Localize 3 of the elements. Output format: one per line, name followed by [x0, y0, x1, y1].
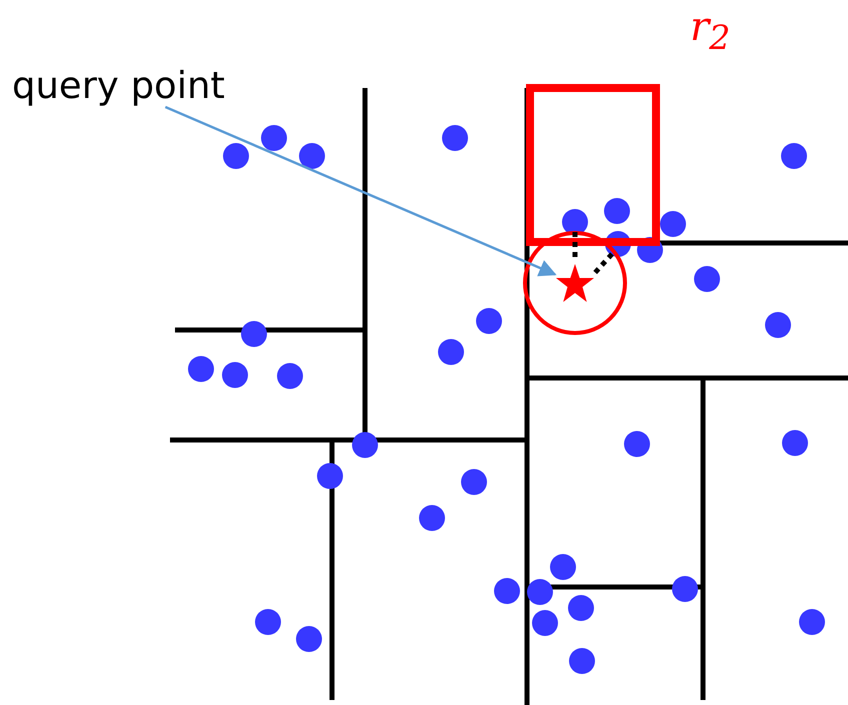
radius-label: r$_{2}$ — [690, 4, 730, 57]
annotation-text: query point — [12, 66, 225, 107]
leader-arrow — [164, 106, 557, 276]
